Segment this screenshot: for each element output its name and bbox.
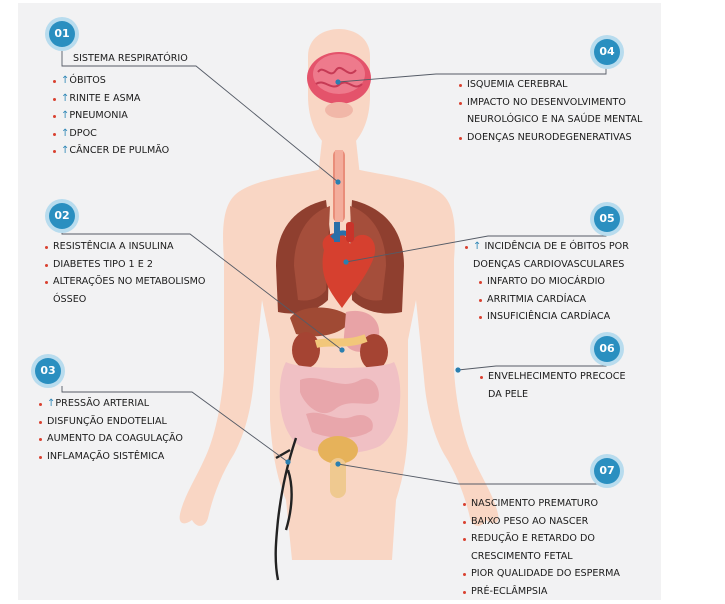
section-number-badge: 01 [49, 21, 75, 47]
list-item: PRÉ-ECLÂMPSIA [463, 583, 613, 601]
bullet-dot-icon [459, 136, 462, 140]
arrow-up-icon: ↑ [61, 145, 70, 157]
bullet-dot-icon [45, 246, 48, 249]
digestive-organs [279, 307, 401, 498]
list-item: ARRITMIA CARDÍACA [465, 291, 645, 309]
list-item: DISFUNÇÃO ENDOTELIAL [39, 413, 183, 431]
list-item: ↑ INCIDÊNCIA DE E ÓBITOS POR DOENÇAS CAR… [465, 238, 645, 273]
list-item: ↑PRESSÃO ARTERIAL [39, 395, 183, 413]
list-item: NASCIMENTO PREMATURO [463, 495, 613, 513]
list-item: ↑RINITE E ASMA [53, 90, 169, 108]
section-number-badge: 07 [594, 458, 620, 484]
blood-vessels [274, 437, 298, 581]
section-number-badge: 02 [49, 203, 75, 229]
bullet-dot-icon [53, 115, 56, 119]
bullet-dot-icon [463, 590, 466, 594]
bullet-dot-icon [45, 281, 48, 285]
section-metabolic: RESISTÊNCIA A INSULINA DIABETES TIPO 1 E… [45, 238, 205, 308]
bullet-dot-icon [39, 420, 42, 424]
bullet-dot-icon [39, 438, 42, 442]
list-item: ↑PNEUMONIA [53, 107, 169, 125]
list-item: ↑ÓBITOS [53, 72, 169, 90]
list-item: ↑DPOC [53, 125, 169, 143]
list-item: IMPACTO NO DESENVOLVIMENTO NEUROLÓGICO E… [459, 94, 649, 129]
bullet-dot-icon [463, 503, 466, 506]
bullet-dot-icon [459, 84, 462, 87]
list-item: REDUÇÃO E RETARDO DO CRESCIMENTO FETAL [463, 530, 613, 565]
bullet-dot-icon [479, 298, 482, 302]
arrow-up-icon: ↑ [61, 92, 70, 104]
bullet-dot-icon [480, 376, 483, 379]
bullet-dot-icon [39, 403, 42, 406]
section-reproductive: NASCIMENTO PREMATURO BAIXO PESO AO NASCE… [463, 495, 620, 601]
section-number-badge: 04 [594, 39, 620, 65]
bullet-dot-icon [465, 246, 468, 249]
arrow-up-icon: ↑ [61, 110, 70, 122]
list-item: INFLAMAÇÃO SISTÊMICA [39, 448, 183, 466]
bullet-dot-icon [479, 316, 482, 320]
arrow-up-icon: ↑ [61, 75, 70, 86]
arrow-up-icon: ↑ [47, 398, 56, 409]
list-item: INFARTO DO MIOCÁRDIO [465, 273, 645, 291]
section-neurological: ISQUEMIA CEREBRAL IMPACTO NO DESENVOLVIM… [459, 76, 649, 146]
list-item-continuation: ÓSSEO [53, 293, 87, 305]
bullet-dot-icon [53, 80, 56, 83]
section-cardiovascular: ↑ INCIDÊNCIA DE E ÓBITOS POR DOENÇAS CAR… [465, 238, 645, 326]
trachea-organ [333, 150, 345, 222]
section-vascular: ↑PRESSÃO ARTERIAL DISFUNÇÃO ENDOTELIAL A… [39, 395, 183, 465]
heart-organ [322, 222, 376, 308]
section-title-respiratory: SISTEMA RESPIRATÓRIO [73, 53, 188, 64]
connector-endpoints [285, 79, 461, 467]
arrow-up-icon: ↑ [61, 127, 70, 139]
list-item: ISQUEMIA CEREBRAL [459, 76, 649, 94]
list-item: AUMENTO DA COAGULAÇÃO [39, 430, 183, 448]
bullet-dot-icon [39, 455, 42, 459]
section-respiratory: ↑ÓBITOS ↑RINITE E ASMA ↑PNEUMONIA ↑DPOC … [53, 72, 169, 160]
section-number-badge: 06 [594, 336, 620, 362]
section-number-badge: 03 [35, 358, 61, 384]
list-item: DOENÇAS NEURODEGENERATIVAS [459, 129, 649, 147]
bullet-dot-icon [459, 101, 462, 105]
list-item: DIABETES TIPO 1 E 2 [45, 256, 205, 274]
bullet-dot-icon [53, 132, 56, 136]
bullet-dot-icon [463, 538, 466, 542]
bullet-dot-icon [45, 263, 48, 267]
list-item: ALTERAÇÕES NO METABOLISMO [45, 273, 205, 291]
list-item: ↑CÂNCER DE PULMÃO [53, 142, 169, 160]
bullet-dot-icon [463, 520, 466, 524]
list-item: ENVELHECIMENTO PRECOCE DA PELE [480, 368, 640, 403]
bullet-dot-icon [53, 150, 56, 154]
bullet-dot-icon [479, 281, 482, 285]
list-item: BAIXO PESO AO NASCER [463, 513, 613, 531]
list-item: RESISTÊNCIA A INSULINA [45, 238, 205, 256]
bullet-dot-icon [463, 573, 466, 577]
section-number-badge: 05 [594, 206, 620, 232]
arrow-up-icon: ↑ [473, 241, 482, 252]
list-item: PIOR QUALIDADE DO ESPERMA [463, 565, 620, 583]
brain-organ [307, 52, 371, 118]
list-item: INSUFICIÊNCIA CARDÍACA [465, 308, 645, 326]
section-skin: ENVELHECIMENTO PRECOCE DA PELE [480, 368, 640, 403]
bullet-dot-icon [53, 97, 56, 101]
